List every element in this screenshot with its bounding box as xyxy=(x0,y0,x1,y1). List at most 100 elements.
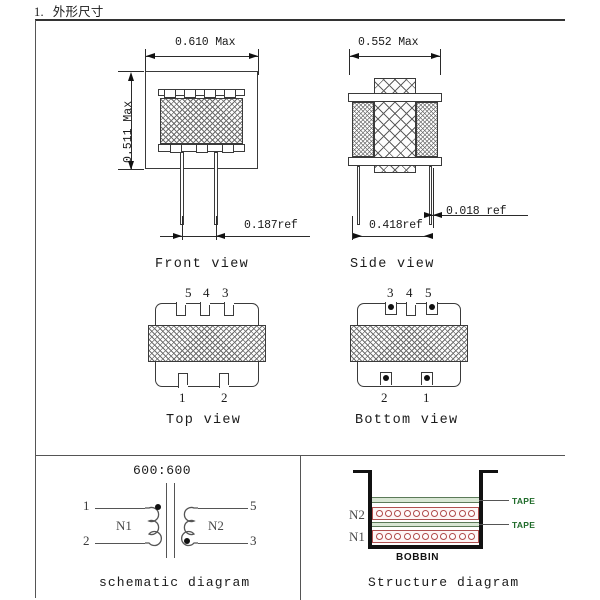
front-view-tooth xyxy=(222,144,234,153)
panel-divider-vertical xyxy=(300,455,301,600)
front-view-core xyxy=(160,98,243,144)
bottom-view-notch xyxy=(406,302,416,316)
bottom-view-pin-dot xyxy=(424,375,430,381)
schematic-polarity-dot-secondary xyxy=(184,538,190,544)
bobbin-flange-left xyxy=(353,470,372,473)
top-view-pin-label: 5 xyxy=(185,285,192,300)
front-height-dimension-label: 0.511 Max xyxy=(122,100,135,163)
winding-turn xyxy=(376,533,384,540)
side-pin-span-label: 0.418ref xyxy=(369,219,423,232)
bobbin-label: BOBBIN xyxy=(396,552,440,563)
top-view-pin-label: 3 xyxy=(222,285,229,300)
schematic-title: schematic diagram xyxy=(99,575,251,590)
structure-layer-label-n2: N2 xyxy=(349,507,365,522)
winding-turn xyxy=(421,510,429,517)
tape-layer-top xyxy=(372,497,479,503)
winding-row-n2 xyxy=(372,507,479,520)
tape-layer-middle xyxy=(372,522,479,527)
side-view-title: Side view xyxy=(350,257,435,272)
top-view-pin-label: 2 xyxy=(221,390,228,405)
winding-turn xyxy=(394,510,402,517)
tape-lead-line xyxy=(479,524,509,525)
winding-turn xyxy=(412,533,420,540)
side-view-winding-left xyxy=(352,102,374,157)
tape-lead-line xyxy=(479,500,509,501)
winding-row-n1 xyxy=(372,530,479,543)
top-view-title: Top view xyxy=(166,413,242,428)
schematic-pin-label: 3 xyxy=(250,533,257,548)
bobbin-wall-left xyxy=(368,470,372,549)
front-pin-pitch-label: 0.187ref xyxy=(244,219,298,232)
side-view-bottom-flange xyxy=(348,157,442,166)
bottom-view-core-band xyxy=(350,325,468,362)
bottom-view-pin-label: 4 xyxy=(406,285,413,300)
winding-turn xyxy=(467,510,475,517)
winding-turn xyxy=(449,510,457,517)
schematic-coil-primary xyxy=(145,506,163,547)
schematic-pin-label: 2 xyxy=(83,533,90,548)
bottom-view-pin-label: 3 xyxy=(387,285,394,300)
winding-turn xyxy=(440,533,448,540)
bottom-view-title: Bottom view xyxy=(355,413,459,428)
winding-turn xyxy=(440,510,448,517)
schematic-pin-label: 1 xyxy=(83,498,90,513)
bottom-view-pin-dot xyxy=(429,304,435,310)
top-view-notch xyxy=(178,373,188,388)
schematic-polarity-dot-primary xyxy=(155,504,161,510)
bobbin-wall-right xyxy=(479,470,483,549)
top-view-bobbin-lower xyxy=(155,362,259,387)
bottom-view-pin-label: 2 xyxy=(381,390,388,405)
schematic-wire xyxy=(198,543,248,545)
tape-label-middle: TAPE xyxy=(512,520,536,530)
schematic-wire xyxy=(95,508,145,510)
winding-turn xyxy=(385,533,393,540)
top-view-core-band xyxy=(148,325,266,362)
front-view-tooth xyxy=(204,89,216,98)
front-view-pin xyxy=(180,152,184,225)
top-view-pin-label: 1 xyxy=(179,390,186,405)
winding-turn xyxy=(385,510,393,517)
schematic-wire xyxy=(198,508,248,510)
frame-left-border xyxy=(35,20,36,598)
tape-label-top: TAPE xyxy=(512,496,536,506)
bottom-view-pin-label: 1 xyxy=(423,390,430,405)
bottom-view-pin-label: 5 xyxy=(425,285,432,300)
top-view-notch xyxy=(200,302,210,316)
page-title: 1.外形尺寸 xyxy=(34,1,104,20)
winding-turn xyxy=(449,533,457,540)
schematic-secondary-label: N2 xyxy=(208,518,224,533)
turns-ratio-label: 600:600 xyxy=(133,463,192,478)
side-view-pin xyxy=(357,166,360,225)
section-title: 外形尺寸 xyxy=(52,5,104,19)
side-view-pin xyxy=(429,166,432,225)
front-view-tooth xyxy=(196,144,208,153)
top-view-pin-label: 4 xyxy=(203,285,210,300)
bottom-view-pin-dot xyxy=(383,375,389,381)
top-view-notch xyxy=(219,373,229,388)
front-view-tooth xyxy=(170,144,182,153)
front-width-dimension-label: 0.610 Max xyxy=(175,36,236,49)
winding-turn xyxy=(467,533,475,540)
front-view-title: Front view xyxy=(155,257,250,272)
winding-turn xyxy=(431,533,439,540)
top-view-notch xyxy=(224,302,234,316)
side-view-winding-right xyxy=(416,102,438,157)
schematic-pin-label: 5 xyxy=(250,498,257,513)
front-view-tooth xyxy=(184,89,196,98)
winding-turn xyxy=(412,510,420,517)
bottom-view-bobbin-lower xyxy=(357,362,461,387)
top-view-notch xyxy=(176,302,186,316)
winding-turn xyxy=(421,533,429,540)
winding-turn xyxy=(403,510,411,517)
winding-turn xyxy=(394,533,402,540)
front-view-tooth xyxy=(164,89,176,98)
schematic-core-bar xyxy=(174,483,176,558)
front-view-tooth xyxy=(224,89,236,98)
structure-title: Structure diagram xyxy=(368,575,520,590)
bobbin-flange-right xyxy=(479,470,498,473)
side-view-top-flange xyxy=(348,93,442,102)
winding-turn xyxy=(431,510,439,517)
schematic-coil-secondary xyxy=(180,506,198,547)
winding-turn xyxy=(458,533,466,540)
